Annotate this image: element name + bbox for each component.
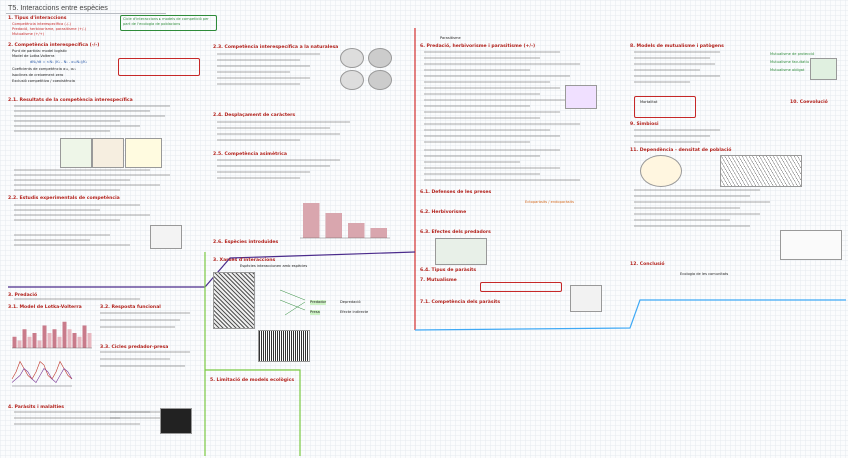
section-9-heading: 9. Simbiosi xyxy=(630,122,659,127)
section-11-heading: 11. Dependència - densitat de població xyxy=(630,148,731,153)
section-12-heading: 12. Conclusió xyxy=(630,262,665,267)
organism-thumb-6 xyxy=(810,58,837,80)
bottom-note: Ecologia de les comunitats xyxy=(680,272,728,277)
equation-label: Mortalitat xyxy=(640,100,657,105)
mutualism-note-1: Mutualisme de protecció xyxy=(770,52,814,57)
mutualism-note-3: Mutualisme obligat xyxy=(770,68,804,73)
section-10-heading: 10. Coevolució xyxy=(790,100,828,105)
network-thumb-2 xyxy=(720,155,802,187)
graph-thumb-2 xyxy=(780,230,842,260)
cycle-diagram xyxy=(640,155,682,187)
mutualism-note-2: Mutualisme facultatiu xyxy=(770,60,809,65)
